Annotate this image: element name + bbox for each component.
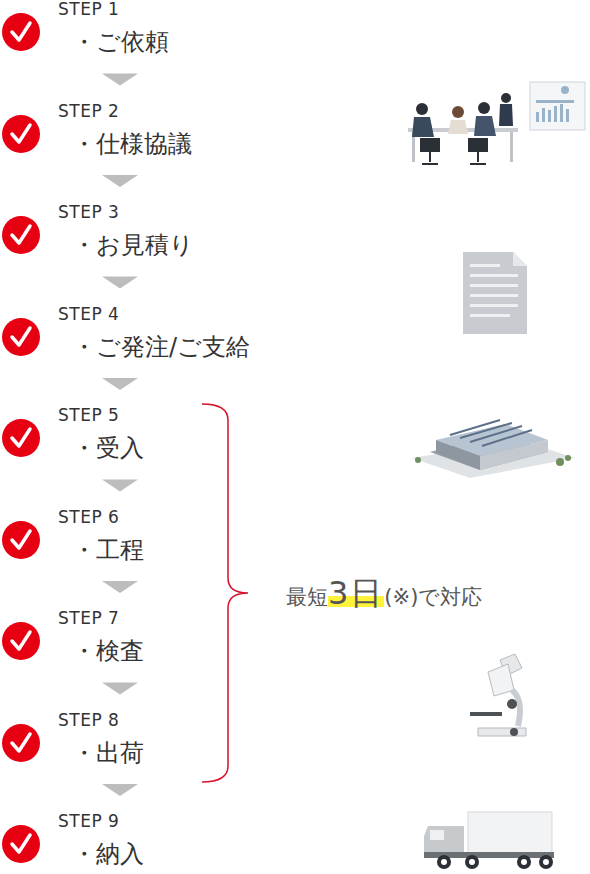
check-icon (1, 317, 41, 357)
flow-arrow (102, 480, 138, 492)
flow-arrow (102, 683, 138, 695)
flow-arrow (102, 784, 138, 796)
step-title: ・ご依頼 (72, 27, 169, 57)
step-item: STEP 2 ・仕様協議 (0, 102, 196, 159)
step-title: ・工程 (72, 535, 144, 565)
check-icon (1, 418, 41, 458)
step-item: STEP 1 ・ご依頼 (0, 0, 173, 57)
document-icon (463, 252, 527, 334)
flow-arrow (102, 74, 138, 86)
step-number: STEP 7 (58, 609, 119, 627)
flow-arrow (102, 581, 138, 593)
note-text: 最短 (286, 585, 328, 609)
step-title: ・出荷 (72, 738, 144, 768)
factory-illustration (412, 420, 575, 478)
step-item: STEP 7 ・検査 (0, 609, 148, 666)
step-number: STEP 8 (58, 711, 119, 729)
step-title: ・仕様協議 (72, 129, 192, 159)
microscope-illustration (470, 654, 526, 736)
step-title: ・ご発注/ご支給 (72, 332, 250, 362)
step-number: STEP 5 (58, 406, 119, 424)
truck-illustration (424, 812, 554, 869)
check-icon (1, 12, 41, 52)
step-title: ・お見積り (72, 230, 194, 260)
check-icon (1, 723, 41, 763)
note-text: (※)で対応 (384, 585, 482, 609)
highlight-number: 3日 (328, 574, 384, 612)
step-number: STEP 4 (58, 305, 119, 323)
flow-arrow (102, 378, 138, 390)
flow-arrow (102, 175, 138, 187)
check-icon (1, 215, 41, 255)
bracket (202, 404, 248, 782)
step-number: STEP 2 (58, 102, 119, 120)
meeting-illustration (408, 82, 585, 164)
step-item: STEP 8 ・出荷 (0, 711, 148, 768)
step-item: STEP 9 ・納入 (0, 812, 148, 869)
check-icon (1, 824, 41, 864)
step-number: STEP 1 (58, 0, 119, 18)
step-item: STEP 6 ・工程 (0, 508, 148, 565)
step-item: STEP 4 ・ご発注/ご支給 (0, 305, 255, 362)
flow-arrow (102, 277, 138, 289)
step-title: ・納入 (72, 839, 144, 869)
step-title: ・検査 (72, 636, 144, 666)
step-item: STEP 5 ・受入 (0, 406, 148, 463)
step-number: STEP 3 (58, 203, 119, 221)
check-icon (1, 114, 41, 154)
duration-note: 最短3日(※)で対応 (286, 572, 482, 616)
step-number: STEP 6 (58, 508, 119, 526)
step-number: STEP 9 (58, 812, 119, 830)
step-item: STEP 3 ・お見積り (0, 203, 198, 260)
check-icon (1, 520, 41, 560)
step-title: ・受入 (72, 433, 144, 463)
check-icon (1, 621, 41, 661)
